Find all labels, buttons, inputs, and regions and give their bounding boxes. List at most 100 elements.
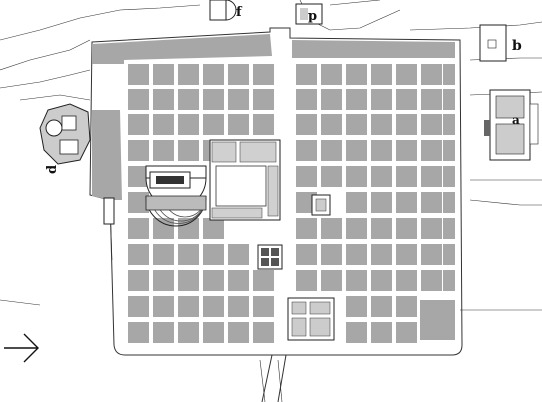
city-block	[396, 270, 417, 291]
city-block	[178, 114, 199, 135]
arrow-right-icon	[4, 333, 39, 363]
city-block	[321, 140, 342, 161]
city-block	[128, 270, 149, 291]
city-block	[153, 114, 174, 135]
city-block	[153, 244, 174, 265]
city-block	[178, 64, 199, 85]
city-block	[421, 89, 442, 110]
city-block	[346, 218, 367, 239]
city-block	[153, 218, 174, 239]
city-block	[396, 296, 417, 317]
city-block	[178, 270, 199, 291]
city-block	[296, 270, 317, 291]
city-block	[296, 166, 317, 187]
city-block	[421, 244, 442, 265]
structure-p	[295, 3, 323, 25]
city-block	[128, 166, 149, 187]
structure-b	[479, 24, 507, 62]
city-block	[421, 270, 442, 291]
baths-complex	[287, 297, 335, 341]
city-block	[253, 322, 274, 343]
city-block	[253, 270, 274, 291]
city-block	[128, 140, 149, 161]
city-block	[421, 192, 442, 213]
city-block	[253, 64, 274, 85]
city-block	[396, 166, 417, 187]
city-block	[153, 89, 174, 110]
city-block	[371, 296, 392, 317]
city-block	[296, 218, 317, 239]
city-block	[346, 296, 367, 317]
patterned-block	[257, 244, 283, 270]
city-block	[203, 64, 224, 85]
city-block	[228, 64, 249, 85]
city-block-edge	[443, 218, 455, 239]
city-block	[396, 89, 417, 110]
city-block	[371, 218, 392, 239]
city-block	[153, 270, 174, 291]
theatre	[145, 165, 207, 227]
city-block	[203, 322, 224, 343]
city-block	[203, 244, 224, 265]
city-block	[321, 166, 342, 187]
city-block	[371, 64, 392, 85]
west-gate	[103, 197, 115, 225]
city-block	[178, 140, 199, 161]
city-block-edge	[443, 140, 455, 161]
irregular-blocks	[92, 34, 455, 340]
city-block	[203, 270, 224, 291]
city-block	[296, 244, 317, 265]
city-block	[153, 64, 174, 85]
city-block	[346, 192, 367, 213]
label-f: f	[236, 5, 243, 20]
city-block	[296, 64, 317, 85]
city-block	[228, 89, 249, 110]
city-block	[253, 114, 274, 135]
city-block	[228, 114, 249, 135]
small-building	[311, 194, 331, 216]
city-block	[346, 89, 367, 110]
city-block-edge	[443, 244, 455, 265]
city-block	[128, 89, 149, 110]
city-block	[128, 114, 149, 135]
city-block	[396, 192, 417, 213]
city-block	[203, 218, 224, 239]
city-block	[128, 244, 149, 265]
city-block	[153, 140, 174, 161]
city-block	[421, 166, 442, 187]
city-block	[153, 322, 174, 343]
city-block	[321, 114, 342, 135]
city-block	[203, 114, 224, 135]
city-block	[128, 64, 149, 85]
city-block	[371, 166, 392, 187]
city-block	[128, 296, 149, 317]
city-block	[346, 244, 367, 265]
city-block	[178, 322, 199, 343]
city-block	[421, 140, 442, 161]
city-block	[321, 244, 342, 265]
city-block	[371, 322, 392, 343]
label-b: b	[512, 38, 522, 54]
city-block	[178, 89, 199, 110]
city-block-edge	[443, 166, 455, 187]
city-block	[296, 140, 317, 161]
city-block	[128, 322, 149, 343]
city-block	[228, 270, 249, 291]
structure-f	[209, 0, 237, 21]
city-block	[178, 244, 199, 265]
city-block	[371, 270, 392, 291]
city-block	[346, 322, 367, 343]
city-block	[321, 270, 342, 291]
city-block-edge	[443, 89, 455, 110]
city-block	[321, 89, 342, 110]
label-d: d	[45, 165, 60, 174]
label-a: a	[512, 113, 520, 127]
city-block	[321, 64, 342, 85]
city-block	[296, 114, 317, 135]
city-block	[421, 114, 442, 135]
city-block	[371, 192, 392, 213]
city-block	[346, 64, 367, 85]
city-block	[346, 114, 367, 135]
city-block	[203, 89, 224, 110]
